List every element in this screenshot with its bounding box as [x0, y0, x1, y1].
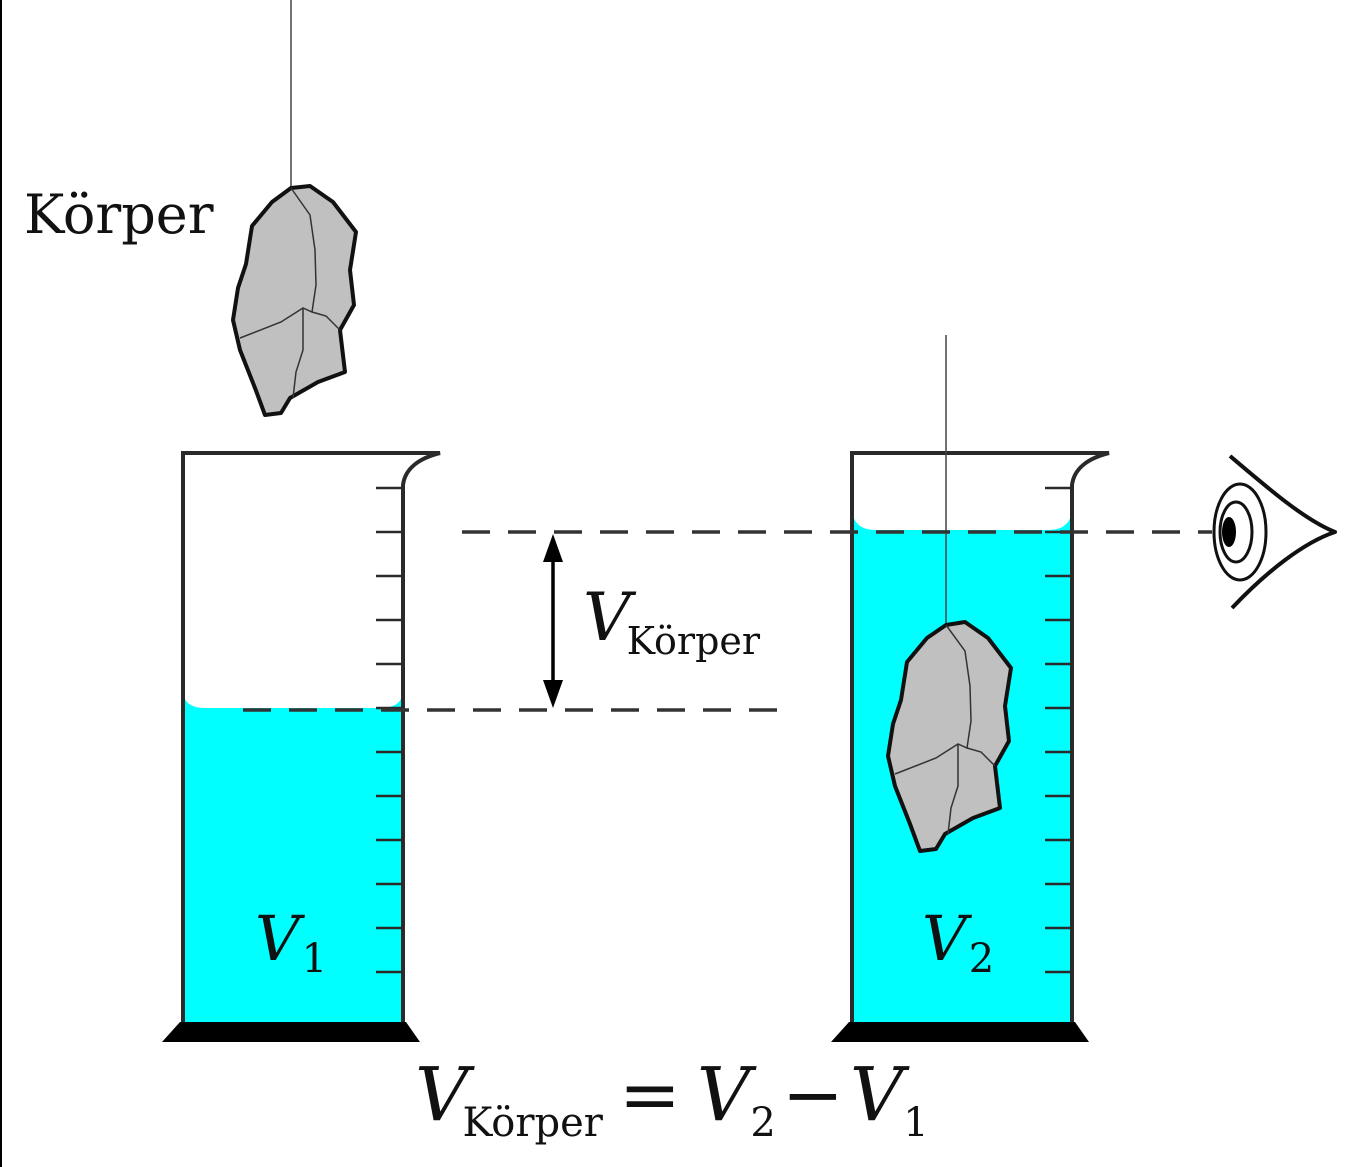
base-right — [831, 1022, 1089, 1042]
glass-left — [181, 451, 441, 1022]
stone-icon — [231, 184, 358, 417]
v2-label: V2 — [922, 902, 994, 982]
glass-right — [850, 451, 1110, 1022]
volume-difference-arrow — [543, 534, 563, 708]
scale-ticks-left — [376, 486, 403, 974]
formula: VKörper=V2−V1 — [415, 1052, 929, 1146]
formula-lhs: V — [415, 1052, 475, 1138]
volume-difference-label: VKörper — [583, 579, 761, 663]
body-label: Körper — [24, 183, 214, 246]
water-left — [183, 690, 403, 1022]
stone-icon — [886, 620, 1013, 853]
eye-icon — [1212, 454, 1337, 610]
base-left — [162, 1022, 420, 1042]
v1-label: V1 — [255, 902, 327, 982]
cylinder-left: V1 — [162, 451, 441, 1042]
